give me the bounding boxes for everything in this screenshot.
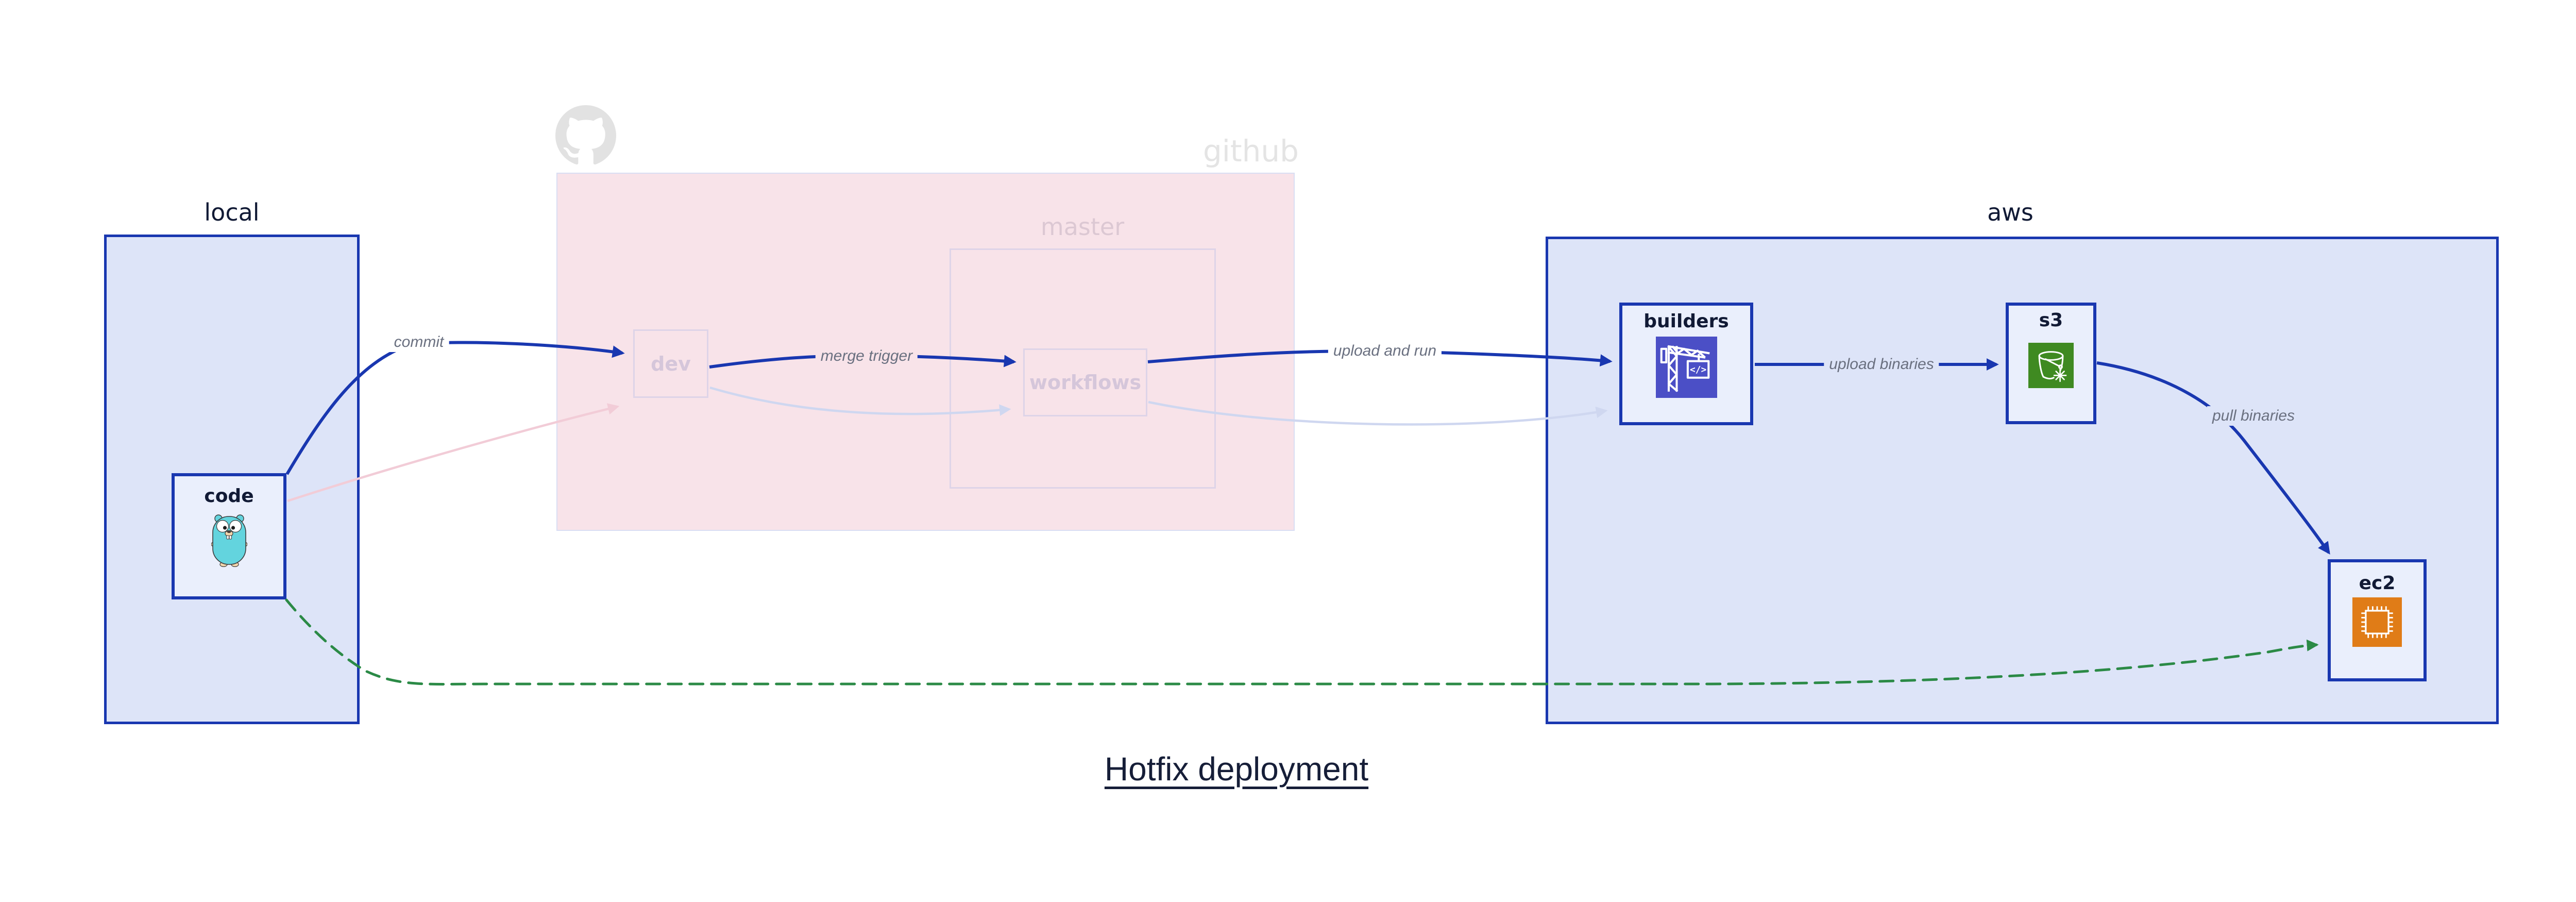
- master-group-box: [950, 248, 1216, 489]
- node-code: code: [172, 473, 286, 599]
- svg-text:</>: </>: [1689, 364, 1706, 375]
- local-group-label: local: [204, 198, 260, 226]
- edge-pull-binaries-line: [2096, 361, 2330, 555]
- node-s3-label: s3: [2039, 310, 2063, 331]
- node-builders: builders </>: [1619, 303, 1753, 425]
- page-title: Hotfix deployment: [1104, 750, 1369, 788]
- edge-pull-binaries-label: pull binaries: [2207, 406, 2300, 426]
- edge-commit-label: commit: [388, 332, 449, 352]
- node-ec2: ec2: [2328, 559, 2427, 681]
- aws-group-label: aws: [1987, 198, 2033, 226]
- node-workflows: workflows: [1023, 348, 1147, 416]
- codebuild-crane-icon: </>: [1655, 337, 1717, 398]
- node-ec2-label: ec2: [2359, 573, 2396, 594]
- ec2-chip-icon: [2352, 597, 2402, 647]
- edge-upload-binaries-label: upload binaries: [1824, 355, 1939, 374]
- github-group-label: github: [1202, 133, 1299, 169]
- edge-upload-and-run-label: upload and run: [1328, 341, 1442, 361]
- node-dev-label: dev: [651, 352, 691, 375]
- node-dev: dev: [633, 329, 708, 398]
- github-octocat-icon: [555, 105, 616, 165]
- s3-bucket-snowflake-icon: [2028, 343, 2074, 388]
- node-s3: s3: [2006, 303, 2096, 424]
- edge-code-dev-faded: [287, 403, 620, 503]
- node-code-label: code: [204, 486, 254, 507]
- edge-commit-line: [285, 341, 625, 475]
- edge-dev-workflows-faded: [709, 386, 1011, 416]
- edge-workflows-builders-faded: [1148, 400, 1608, 426]
- github-group-box: [556, 173, 1295, 531]
- node-workflows-label: workflows: [1029, 371, 1142, 394]
- node-builders-label: builders: [1643, 311, 1729, 332]
- master-group-label: master: [1040, 213, 1125, 241]
- go-gopher-icon: [211, 514, 247, 567]
- edge-hotfix-line: [285, 598, 2319, 686]
- edge-merge-trigger-label: merge trigger: [815, 346, 918, 366]
